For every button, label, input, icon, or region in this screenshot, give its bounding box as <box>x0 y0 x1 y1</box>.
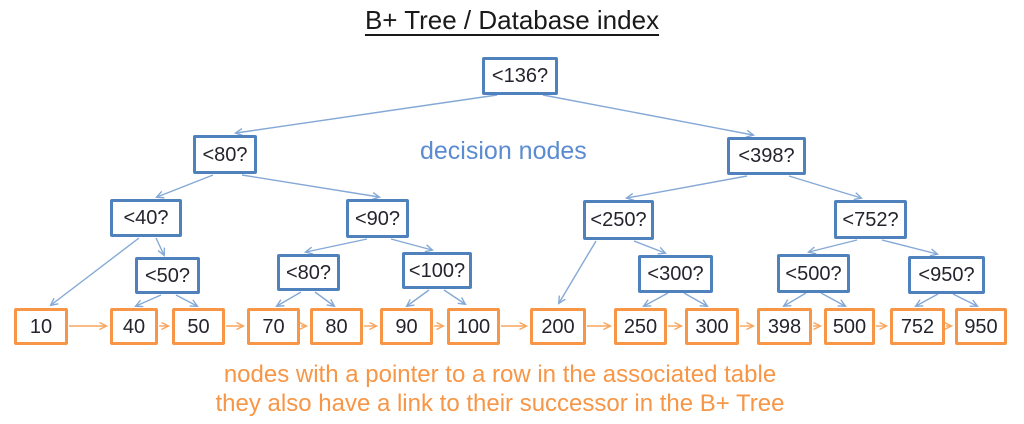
leaf-node-200: 200 <box>530 308 586 345</box>
leaf-node-50: 50 <box>172 308 225 345</box>
decision-node-90: <90? <box>346 199 409 238</box>
decision-node-136: <136? <box>482 57 558 95</box>
decision-node-250: <250? <box>583 200 654 240</box>
decision-node-500: <500? <box>777 254 850 293</box>
decision-node-752: <752? <box>834 200 907 239</box>
leaf-node-950: 950 <box>955 308 1007 345</box>
decision-node-398: <398? <box>727 137 806 175</box>
leaf-node-70: 70 <box>247 308 300 345</box>
decision-node-80: <80? <box>193 135 257 174</box>
leaf-node-90: 90 <box>380 308 433 345</box>
decision-node-950: <950? <box>908 256 985 294</box>
leaf-caption: nodes with a pointer to a row in the ass… <box>0 360 1000 418</box>
leaf-node-100: 100 <box>447 308 500 345</box>
leaf-node-40: 40 <box>110 308 158 345</box>
decision-node-50: <50? <box>135 257 200 294</box>
leaf-node-398: 398 <box>757 308 812 345</box>
decision-nodes-label: decision nodes <box>420 137 587 165</box>
decision-node-80b: <80? <box>277 254 340 291</box>
leaf-node-752: 752 <box>890 308 945 345</box>
caption-line-2: they also have a link to their successor… <box>215 390 785 417</box>
decision-node-100: <100? <box>402 252 472 289</box>
leaf-node-300: 300 <box>685 308 739 345</box>
decision-node-300: <300? <box>638 255 713 293</box>
leaf-node-500: 500 <box>824 308 875 345</box>
page-title: B+ Tree / Database index <box>364 5 660 35</box>
leaf-node-80: 80 <box>310 308 363 345</box>
leaf-node-250: 250 <box>614 308 667 345</box>
caption-line-1: nodes with a pointer to a row in the ass… <box>223 361 777 388</box>
decision-node-40: <40? <box>110 199 182 237</box>
leaf-node-10: 10 <box>14 308 68 345</box>
